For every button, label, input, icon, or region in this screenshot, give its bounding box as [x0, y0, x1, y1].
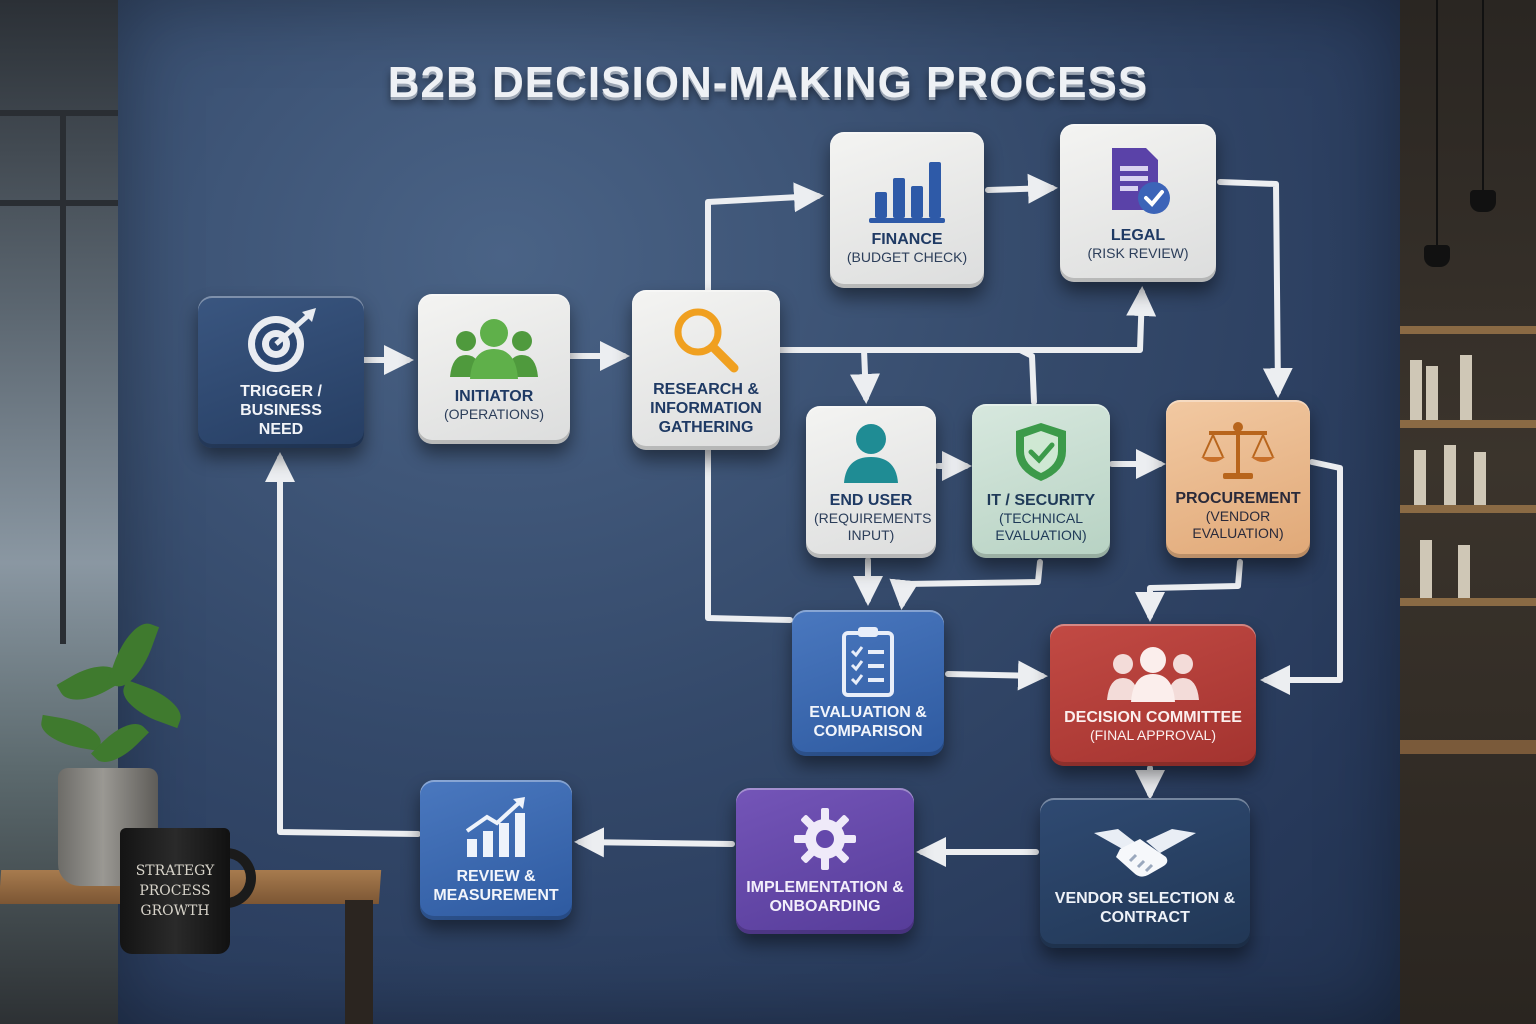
pendant-lamp-cord	[1436, 0, 1438, 245]
scales-icon	[1201, 421, 1275, 479]
book	[1460, 355, 1472, 420]
arrow-legal-to-procurement	[1217, 179, 1293, 398]
bookshelf	[1400, 326, 1536, 334]
arrow-research-to-it	[1017, 347, 1037, 405]
book	[1444, 445, 1456, 505]
book	[1474, 452, 1486, 505]
book	[1410, 360, 1422, 420]
arrow-evaluation-to-decision	[945, 660, 1048, 691]
node-evaluation: EVALUATION & COMPARISON	[792, 610, 944, 756]
node-decision-committee: DECISION COMMITTEE (FINAL APPROVAL)	[1050, 624, 1256, 766]
node-decision-committee-label: DECISION COMMITTEE	[1064, 709, 1242, 726]
shield-check-icon	[1016, 422, 1066, 481]
node-finance-sub: (BUDGET CHECK)	[846, 249, 968, 265]
node-legal: LEGAL (RISK REVIEW)	[1060, 124, 1216, 282]
node-legal-sub: (RISK REVIEW)	[1087, 245, 1189, 261]
growth-chart-icon	[465, 797, 525, 857]
node-end-user: END USER (REQUIREMENTS INPUT)	[806, 406, 936, 558]
node-initiator: INITIATOR (OPERATIONS)	[418, 294, 570, 444]
arrow-procurement-to-decision-right	[1260, 459, 1343, 695]
node-research: RESEARCH & INFORMATION GATHERING	[632, 290, 780, 450]
arrow-it-to-evaluation	[889, 559, 1043, 610]
book	[1414, 450, 1426, 505]
clipboard-checklist-icon	[842, 627, 894, 697]
arrow-research-to-enduser	[850, 347, 880, 404]
node-it-security-sub: (TECHNICAL EVALUATION)	[995, 509, 1087, 543]
arrow-implementation-to-review	[574, 827, 735, 858]
arrow-review-to-trigger	[265, 452, 421, 837]
bookshelf	[1400, 505, 1536, 513]
bar-chart-icon	[869, 162, 945, 223]
bookshelf	[1400, 598, 1536, 606]
node-implementation: IMPLEMENTATION & ONBOARDING	[736, 788, 914, 934]
node-legal-label: LEGAL	[1110, 227, 1166, 244]
window-frame	[60, 110, 66, 644]
desk	[1400, 740, 1536, 754]
node-vendor-selection: VENDOR SELECTION & CONTRACT	[1040, 798, 1250, 948]
handshake-icon	[1094, 829, 1196, 877]
node-finance: FINANCE (BUDGET CHECK)	[830, 132, 984, 288]
node-initiator-label: INITIATOR	[454, 388, 534, 405]
people-icon	[450, 319, 538, 379]
node-decision-committee-sub: (FINAL APPROVAL)	[1089, 727, 1217, 743]
node-end-user-label: END USER	[829, 491, 913, 509]
node-procurement: PROCUREMENT (VENDOR EVALUATION)	[1166, 400, 1310, 558]
group-icon	[1107, 647, 1199, 702]
magnifier-icon	[674, 308, 739, 372]
pendant-lamp-cord	[1482, 0, 1484, 190]
target-icon	[248, 307, 316, 372]
node-procurement-label: PROCUREMENT	[1175, 489, 1301, 507]
node-it-security: IT / SECURITY (TECHNICAL EVALUATION)	[972, 404, 1110, 558]
pendant-lamp	[1424, 245, 1450, 267]
arrow-procurement-to-decision	[1135, 559, 1243, 622]
node-evaluation-label: EVALUATION & COMPARISON	[809, 704, 927, 740]
office-background	[1400, 0, 1536, 1024]
node-trigger-label: TRIGGER / BUSINESS NEED	[240, 382, 322, 438]
mug-text-line2: PROCESS	[139, 883, 211, 899]
node-end-user-sub: (REQUIREMENTS INPUT)	[814, 509, 932, 543]
arrow-research-to-evaluation	[705, 447, 793, 623]
book	[1458, 545, 1470, 598]
node-implementation-label: IMPLEMENTATION & ONBOARDING	[746, 879, 904, 915]
book	[1420, 540, 1432, 598]
desk-leg	[345, 900, 373, 1024]
node-review: REVIEW & MEASUREMENT	[420, 780, 572, 920]
arrow-research-to-legal	[777, 286, 1157, 353]
arrow-research-to-finance	[705, 182, 824, 295]
node-review-label: REVIEW & MEASUREMENT	[433, 868, 559, 904]
user-icon	[844, 423, 898, 483]
node-finance-label: FINANCE	[871, 231, 943, 248]
arrow-finance-to-legal	[985, 173, 1058, 204]
node-vendor-selection-label: VENDOR SELECTION & CONTRACT	[1054, 890, 1236, 926]
node-research-label: RESEARCH & INFORMATION GATHERING	[650, 380, 762, 436]
bookshelf	[1400, 420, 1536, 428]
node-procurement-sub: (VENDOR EVALUATION)	[1192, 507, 1284, 541]
mug-text-line3: GROWTH	[140, 903, 210, 919]
node-it-security-label: IT / SECURITY	[986, 491, 1096, 509]
gear-icon	[794, 808, 856, 870]
document-check-icon	[1112, 148, 1170, 214]
coffee-mug: STRATEGY PROCESS GROWTH	[120, 828, 230, 954]
book	[1426, 366, 1438, 420]
node-trigger: TRIGGER / BUSINESS NEED	[198, 296, 364, 448]
mug-text-line1: STRATEGY	[135, 863, 215, 879]
pendant-lamp	[1470, 190, 1496, 212]
diagram-title: B2B DECISION-MAKING PROCESS	[387, 58, 1149, 107]
node-initiator-sub: (OPERATIONS)	[443, 406, 545, 422]
mug-handle	[218, 848, 256, 908]
